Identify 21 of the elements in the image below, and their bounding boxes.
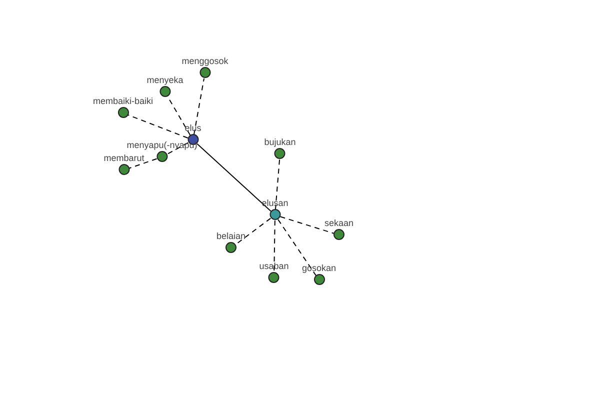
node-label: menyeka	[146, 74, 184, 86]
node-label: elus	[184, 122, 202, 134]
connector-line	[274, 158, 280, 210]
node-label: membaiki-baiki	[92, 95, 154, 107]
connector-line	[274, 220, 276, 273]
node-label: belaian	[216, 230, 246, 242]
node-label: menyapu(-nyapu)	[126, 139, 198, 151]
connector-line	[166, 142, 189, 155]
node-label: membarut	[104, 152, 144, 164]
node-label: menggosok	[182, 55, 228, 67]
node-label: sekaan	[324, 217, 354, 229]
node-label: gosokan	[302, 262, 336, 274]
node-label: elusan	[262, 197, 288, 209]
connector-line	[278, 219, 316, 276]
connector-line	[193, 78, 205, 136]
connector-line	[128, 158, 158, 169]
node-label: usaban	[259, 260, 289, 272]
node-label: bujukan	[264, 136, 296, 148]
connector-line	[196, 143, 272, 212]
connector-line	[280, 216, 334, 234]
connector-line	[234, 218, 272, 246]
